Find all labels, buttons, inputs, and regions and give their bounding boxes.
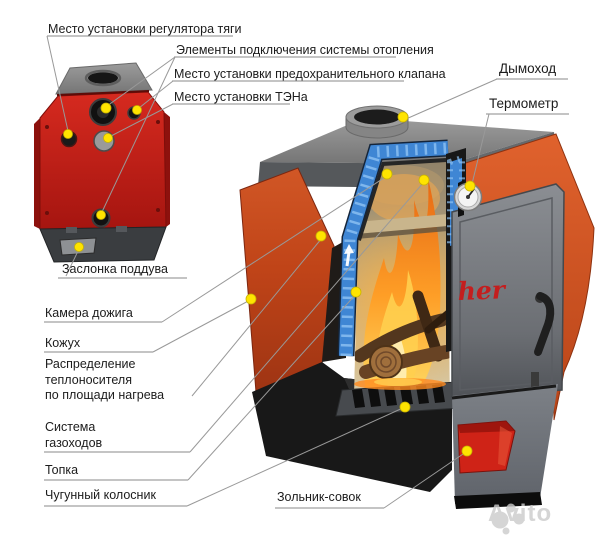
marker-ash-pan: [461, 445, 473, 457]
line-heating-connections-2: [101, 56, 176, 213]
marker-distribution: [315, 230, 327, 242]
label-heating-connections: Элементы подключения системы отопления: [176, 43, 434, 57]
door-bevel: [459, 197, 553, 391]
line-safety-valve: [138, 80, 174, 109]
door-handle: [534, 292, 555, 356]
label-gas-duct-system: Система газоходов: [45, 420, 102, 451]
brand-logo-fragment: her: [457, 275, 507, 306]
label-air-damper: Заслонка поддува: [62, 262, 168, 276]
loading-door: her: [451, 183, 565, 399]
marker-casing: [245, 293, 257, 305]
pedestal-foot: [454, 492, 542, 509]
watermark-logo-icon: [491, 503, 525, 535]
clip-tab: [66, 227, 77, 233]
flow-arrow-head: [344, 244, 354, 254]
line-gas-system: [189, 181, 425, 453]
bolt: [45, 211, 49, 215]
label-chimney: Дымоход: [499, 61, 557, 76]
thermometer-gauge: [453, 180, 483, 217]
marker-firebox: [350, 286, 362, 298]
line-ash-pan: [383, 451, 467, 509]
chimney-opening: [354, 109, 400, 125]
grate-slots: [352, 384, 445, 408]
label-line: по площади нагрева: [45, 388, 165, 402]
label-cast-iron-grate: Чугунный колосник: [45, 488, 156, 502]
line-heating-connections-1: [106, 56, 176, 107]
marker-damper: [74, 242, 84, 252]
label-line: газоходов: [45, 435, 103, 450]
label-line: теплоносителя: [45, 372, 132, 387]
line-casing: [152, 298, 253, 353]
label-underlines: [44, 35, 569, 509]
main-boiler-cutaway: her: [239, 105, 595, 509]
label-coolant-distribution: Распределение теплоносителя по площади н…: [45, 357, 164, 404]
line-distribution: [191, 237, 323, 397]
line-afterburn: [161, 175, 388, 323]
log-end: [369, 345, 403, 379]
bolt: [156, 120, 160, 124]
small-boiler-base: [39, 226, 167, 263]
small-boiler-top-edge: [56, 90, 150, 96]
line-grate: [186, 406, 406, 507]
door-gap: [451, 384, 557, 400]
marker-ten: [103, 133, 113, 143]
line-regulator: [46, 35, 69, 132]
label-thermometer: Термометр: [489, 96, 559, 111]
line-heating-element: [110, 103, 174, 137]
line-air-damper: [65, 248, 80, 277]
bolt: [45, 125, 49, 129]
watermark: Avito: [488, 500, 552, 535]
upper-glow: [368, 174, 440, 222]
leader-lines: [46, 35, 498, 509]
marker-dots: [63, 102, 476, 457]
label-heating-element: Место установки ТЭНа: [174, 90, 308, 104]
label-line: Распределение: [45, 357, 136, 371]
label-line: Система: [45, 420, 96, 434]
bolt: [156, 208, 160, 212]
label-afterburn-chamber: Камера дожига: [45, 306, 133, 320]
marker-gas-system: [418, 174, 430, 186]
marker-return: [96, 210, 106, 220]
baffle-plate: [356, 214, 448, 234]
water-jacket: [337, 139, 449, 357]
label-casing: Кожух: [45, 336, 81, 350]
label-firebox: Топка: [45, 463, 79, 477]
logs: [354, 290, 450, 390]
small-boiler-flue-rim: [84, 69, 122, 87]
small-boiler-flue-opening: [88, 72, 118, 84]
top-slab-top: [260, 118, 554, 164]
ash-pan: [457, 420, 516, 474]
door-notch: [531, 372, 539, 388]
label-safety-valve: Место установки предохранительного клапа…: [174, 67, 446, 81]
marker-safety-valve: [132, 105, 142, 115]
baffle-shadow: [356, 226, 448, 239]
line-firebox: [187, 292, 358, 481]
marker-chimney: [397, 111, 409, 123]
small-boiler-side-left: [34, 118, 40, 229]
line-chimney: [405, 78, 498, 120]
marker-grate: [399, 401, 411, 413]
label-regulator: Место установки регулятора тяги: [48, 22, 242, 36]
label-ash-pan: Зольник-совок: [277, 490, 361, 504]
marker-thermometer: [464, 180, 476, 192]
line-thermometer: [470, 113, 490, 189]
marker-afterburn: [381, 168, 393, 180]
marker-regulator: [63, 129, 73, 139]
flow-arrow-stem: [345, 251, 351, 267]
clip-tab: [116, 226, 127, 232]
marker-supply: [100, 102, 112, 114]
small-boiler-view: [34, 62, 170, 263]
